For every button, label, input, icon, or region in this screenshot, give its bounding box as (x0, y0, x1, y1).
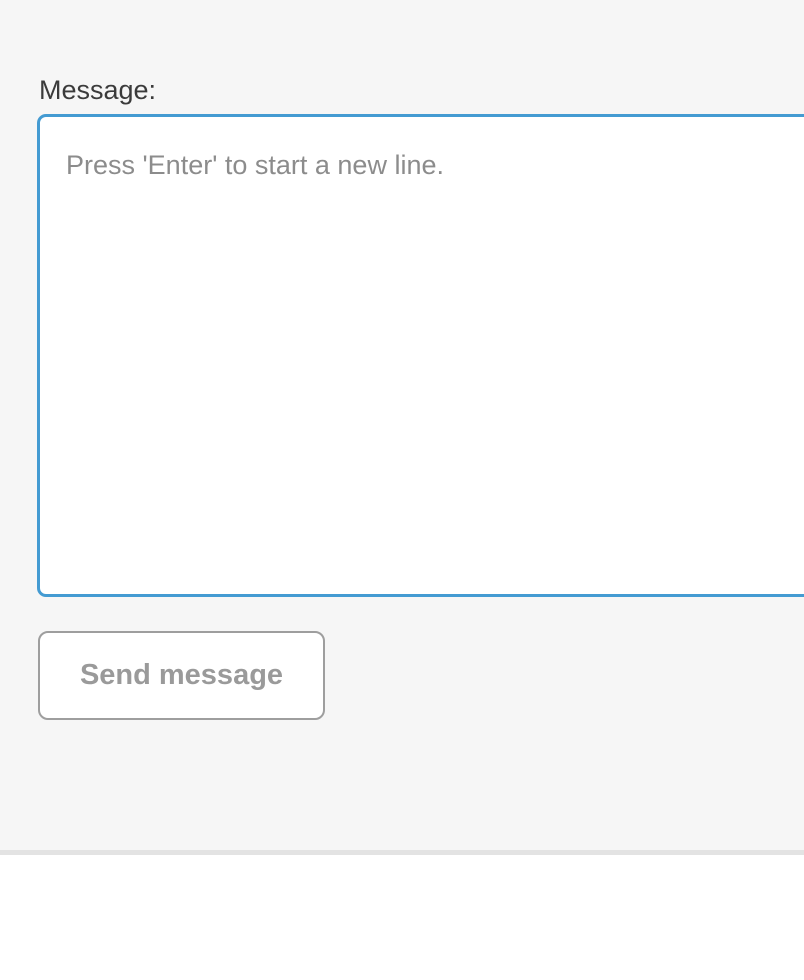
lower-content-area (0, 855, 804, 980)
panel-divider (0, 850, 804, 855)
message-label: Message: (39, 75, 157, 105)
compose-panel: Message: Send message (37, 75, 804, 720)
message-input[interactable] (37, 114, 804, 597)
send-message-button[interactable]: Send message (38, 631, 325, 720)
